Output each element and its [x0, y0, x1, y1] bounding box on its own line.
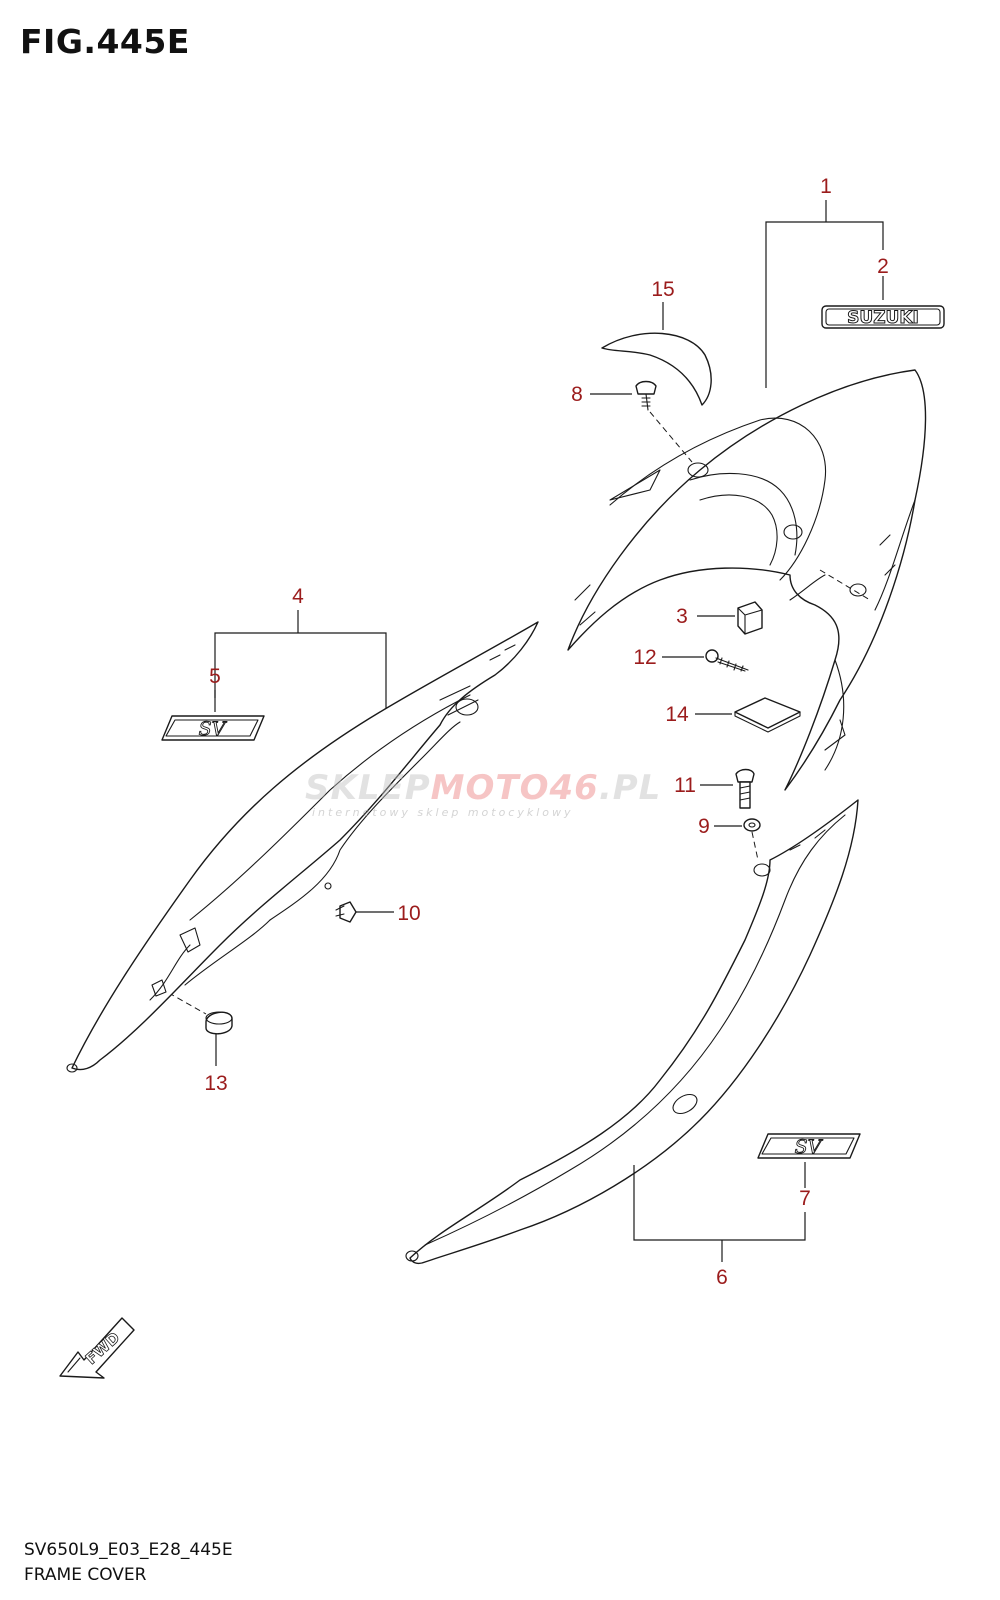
seat-trim-pad[interactable]	[601, 332, 712, 406]
screw-part-12[interactable]	[705, 649, 749, 672]
right-frame-cover[interactable]	[405, 799, 859, 1265]
callout-12: 12	[633, 646, 656, 669]
watermark-brand: SKLEPMOTO46.PL	[305, 768, 661, 808]
clip-part-10[interactable]	[335, 901, 357, 923]
leader-lines	[214, 200, 884, 1262]
sv-decal-right[interactable]: SV	[757, 1133, 861, 1159]
callout-3: 3	[676, 605, 688, 628]
callout-5: 5	[209, 665, 221, 688]
callout-9: 9	[698, 815, 710, 838]
callout-1: 1	[820, 175, 832, 198]
cushion-part-3[interactable]	[737, 601, 763, 635]
callout-15: 15	[651, 278, 674, 301]
watermark-tagline: internetowy sklep motocyklowy	[312, 806, 574, 819]
callout-10: 10	[397, 902, 420, 925]
bolt-8-alignment-line	[649, 411, 693, 463]
callout-8: 8	[571, 383, 583, 406]
callout-6: 6	[716, 1266, 728, 1289]
grommet-alignment-line	[159, 987, 207, 1015]
callout-labels: 1 2 15 8 3 12 14 11 9 4 5 10 13 7 6	[204, 175, 889, 1289]
callout-14: 14	[665, 703, 689, 726]
callout-2: 2	[877, 255, 889, 278]
watermark-brand-lead: SKLEP	[305, 768, 431, 808]
washer-part-9[interactable]	[743, 818, 761, 832]
sv-decal-left-text: SV	[199, 718, 228, 740]
sv-decal-right-text: SV	[795, 1136, 824, 1158]
left-frame-cover[interactable]	[66, 621, 539, 1073]
rear-tail-cover[interactable]	[567, 369, 927, 791]
watermark-brand-accent: MOTO46	[430, 768, 599, 808]
pad-part-14[interactable]	[734, 697, 801, 733]
section-name: FRAME COVER	[24, 1565, 147, 1585]
fwd-arrow-icon: FWD	[59, 1317, 135, 1379]
figure-title: FIG.445E	[20, 22, 190, 61]
suzuki-emblem[interactable]: SUZUKI	[821, 305, 945, 329]
bolt-part-11[interactable]	[735, 768, 755, 809]
callout-13: 13	[204, 1072, 227, 1095]
watermark-brand-tail: .PL	[598, 768, 662, 808]
bolt-11-alignment-line	[751, 831, 759, 861]
grommet-part-13[interactable]	[205, 1011, 233, 1035]
suzuki-emblem-text: SUZUKI	[847, 308, 919, 328]
sv-decal-left[interactable]: SV	[161, 715, 265, 741]
callout-7: 7	[799, 1187, 811, 1210]
callout-4: 4	[292, 585, 304, 608]
bolt-part-8[interactable]	[635, 380, 657, 411]
callout-11: 11	[674, 774, 696, 797]
diagram-code: SV650L9_E03_E28_445E	[24, 1540, 233, 1560]
